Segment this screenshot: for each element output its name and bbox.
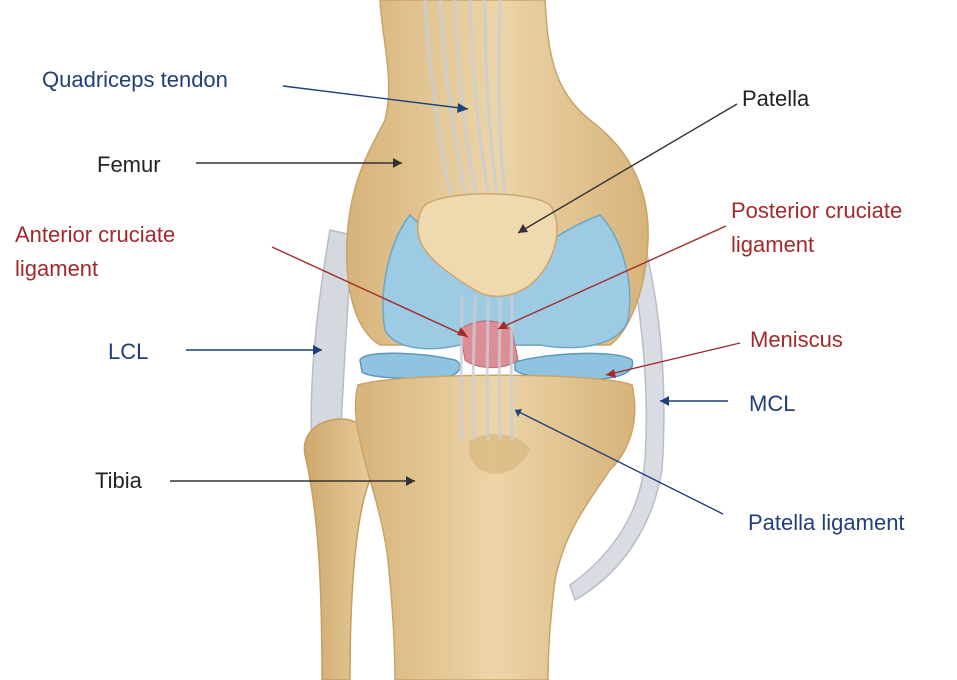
mcl-label: MCL xyxy=(749,391,795,417)
pcl-label-line1: Posterior cruciate xyxy=(731,198,902,224)
meniscus-label: Meniscus xyxy=(750,327,843,353)
acl-label-line2: ligament xyxy=(15,256,98,282)
lcl-label: LCL xyxy=(108,339,148,365)
lateral-meniscus xyxy=(360,353,460,378)
acl-label-line1: Anterior cruciate xyxy=(15,222,175,248)
pcl-label-line2: ligament xyxy=(731,232,814,258)
tibia-label: Tibia xyxy=(95,468,142,494)
patella-ligament-label: Patella ligament xyxy=(748,510,905,536)
tibia-bone xyxy=(356,375,635,680)
femur-label: Femur xyxy=(97,152,161,178)
quadriceps-tendon-label: Quadriceps tendon xyxy=(42,67,228,93)
patella-label: Patella xyxy=(742,86,809,112)
